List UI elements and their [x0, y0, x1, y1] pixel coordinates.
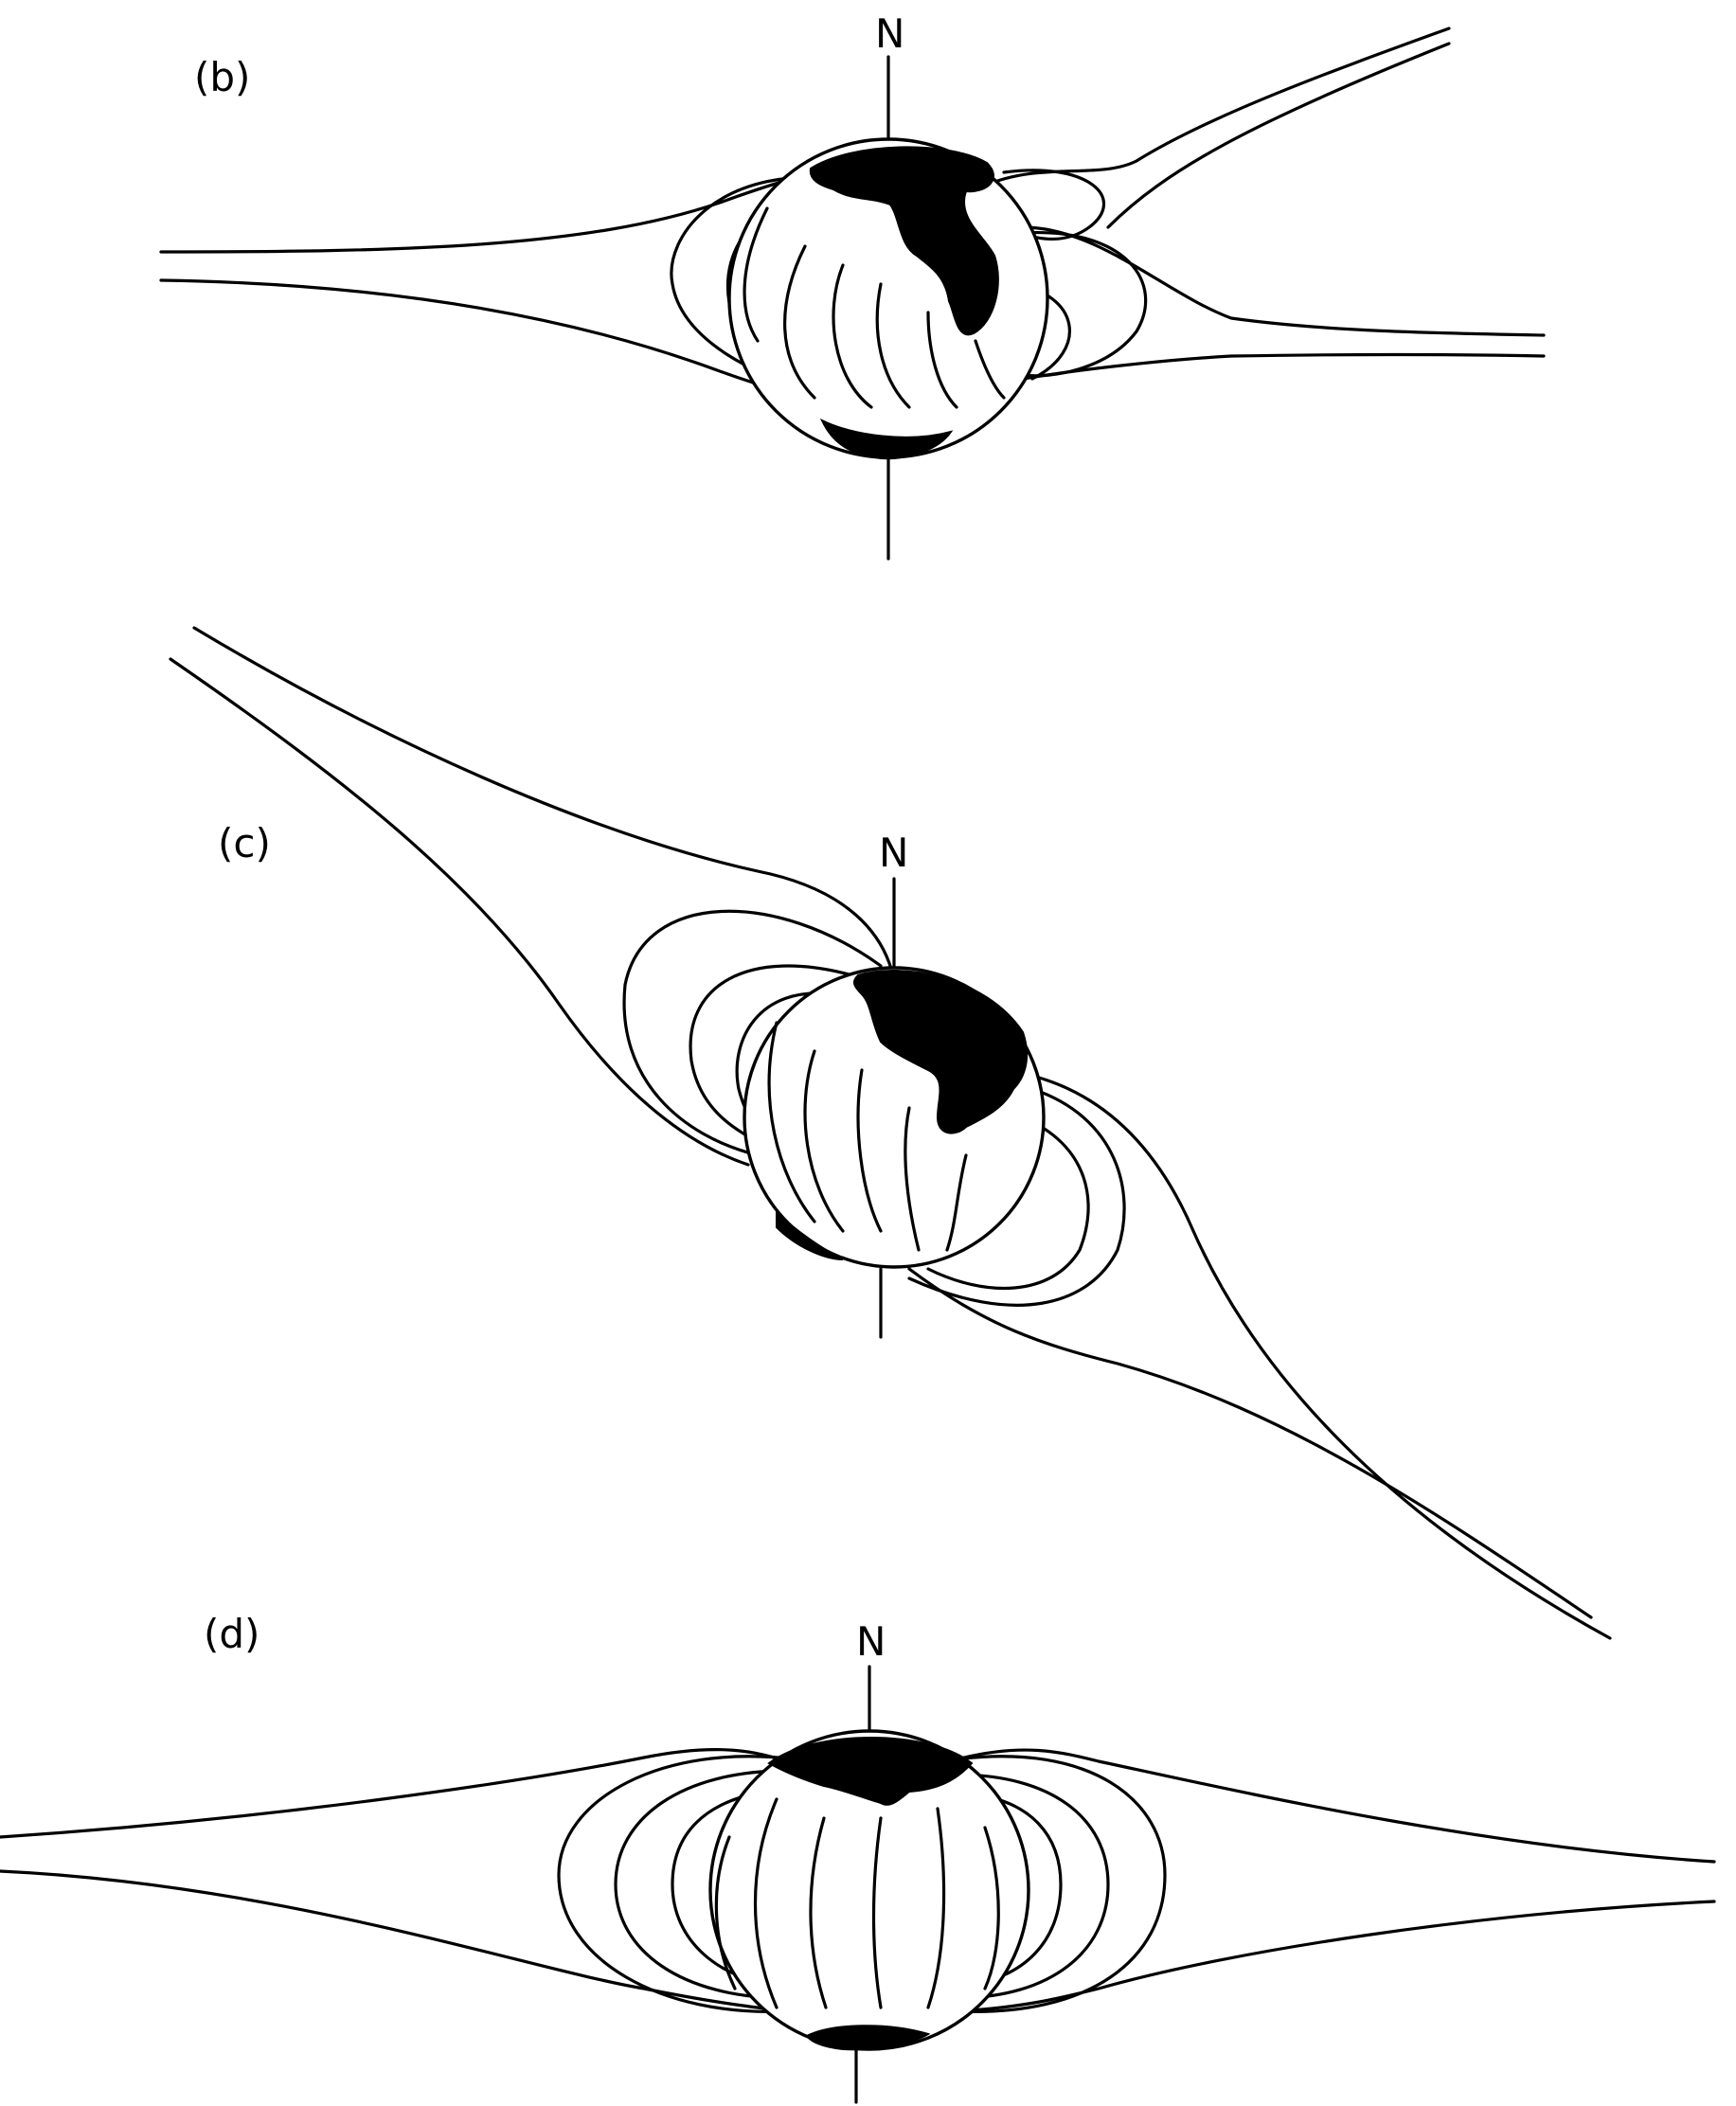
dark-cap-south-c [776, 1209, 844, 1260]
planet-d [708, 1729, 1030, 2051]
field-line [974, 339, 1006, 400]
field-line [1021, 231, 1148, 378]
panel-label-b: (b) [194, 54, 250, 100]
field-lines-c [169, 626, 1612, 1640]
field-line [803, 1049, 845, 1233]
field-line [743, 206, 769, 343]
field-line [926, 1807, 946, 2009]
field-line [809, 1816, 828, 2009]
field-line [832, 263, 873, 409]
dark-cap-north-b [809, 146, 999, 336]
field-line [926, 1115, 1090, 1291]
field-line [904, 1106, 921, 1252]
dark-cap-north-d [767, 1737, 974, 1806]
field-line [875, 282, 911, 409]
dark-cap-south-d [805, 2025, 931, 2051]
planet-c [743, 966, 1046, 1269]
planet-b [727, 137, 1049, 460]
panel-label-d: (d) [204, 1611, 260, 1657]
field-line [945, 1153, 968, 1252]
dark-cap-north-c [852, 970, 1029, 1134]
field-line [169, 657, 750, 1167]
field-line [983, 1826, 1000, 1990]
field-line [955, 1755, 1167, 2014]
panel-label-c: (c) [218, 820, 271, 866]
field-line [0, 1747, 788, 1839]
field-line [1021, 225, 1546, 337]
field-line [964, 1792, 1063, 1987]
field-line [714, 1835, 737, 1990]
field-line [159, 167, 835, 254]
field-line [907, 1087, 1126, 1307]
north-label-d: N [856, 1618, 886, 1665]
field-line [907, 1267, 1593, 1619]
field-line [767, 1021, 816, 1223]
field-line [983, 27, 1451, 187]
field-line [1106, 42, 1451, 229]
panel-c: (c) N [169, 626, 1612, 1640]
field-line [159, 278, 816, 400]
dark-cap-south-b [819, 418, 954, 460]
panel-d: (d) N [0, 1611, 1716, 2104]
field-line [557, 1755, 797, 2014]
field-line [0, 1869, 788, 2013]
field-line [955, 1748, 1716, 1864]
field-line [955, 1773, 1110, 2000]
field-line [955, 1900, 1716, 2013]
field-line [871, 1816, 883, 2009]
field-line [1021, 352, 1546, 381]
field-line [783, 244, 816, 400]
field-line [753, 1797, 779, 2009]
field-line [192, 626, 892, 968]
north-label-c: N [879, 830, 908, 876]
field-line [622, 909, 883, 1157]
north-label-b: N [875, 10, 904, 57]
panel-b: (b) N [159, 10, 1546, 561]
field-line [1030, 1074, 1612, 1640]
field-line [614, 1769, 788, 2000]
field-line [926, 311, 958, 409]
field-line [689, 964, 854, 1148]
field-line [856, 1068, 883, 1233]
